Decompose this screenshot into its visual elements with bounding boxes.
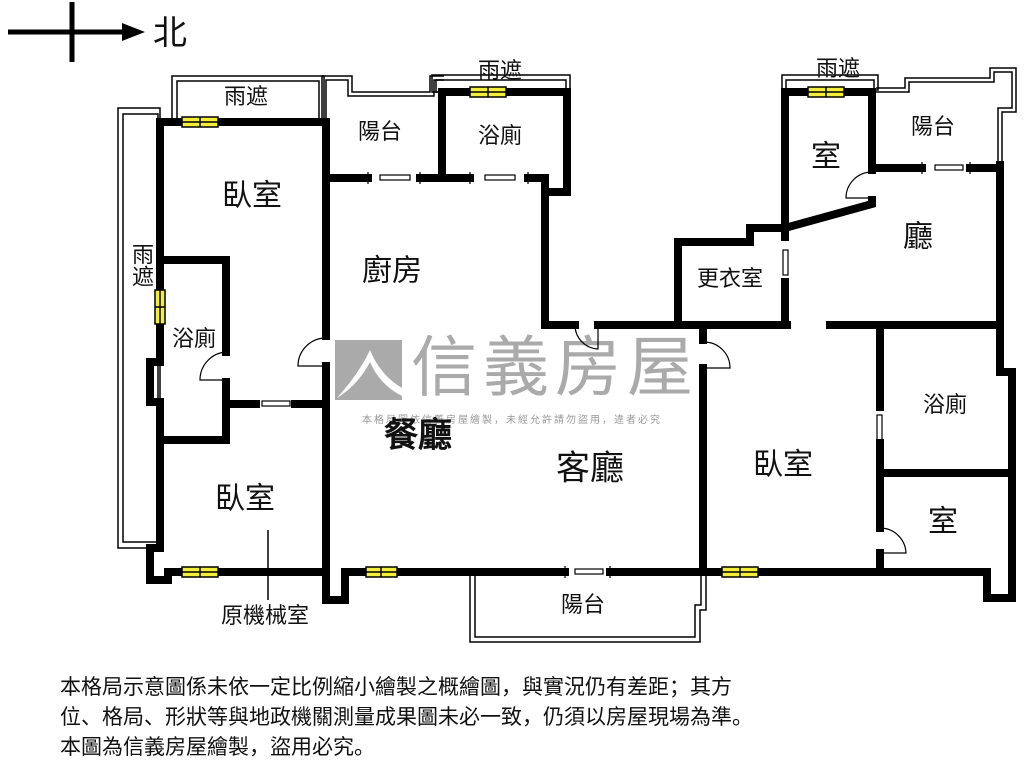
doors <box>199 162 971 578</box>
label-living: 客廳 <box>556 449 624 489</box>
label-dressing-room: 更衣室 <box>697 267 763 292</box>
label-canopy-left: 雨遮 <box>128 243 154 287</box>
label-dining: 餐廳 <box>384 416 452 456</box>
disclaimer-line-2: 位、格局、形狀等與地政機關測量成果圖未必一致，仍須以房屋現場為準。 <box>60 705 753 729</box>
watermark-brand: 信義房屋 <box>411 329 699 406</box>
label-balcony-top: 陽台 <box>358 120 402 145</box>
label-bedroom-bottom-left: 臥室 <box>215 482 275 517</box>
watermark-notice: 本格局圖依信義房屋繪製，未經允許請勿盜用，違者必究 <box>362 413 662 426</box>
north-label: 北 <box>153 14 187 54</box>
label-hall-right: 廳 <box>903 220 933 255</box>
label-balcony-right: 陽台 <box>911 115 955 140</box>
disclaimer-line-3: 本圖為信義房屋繪製，盜用必究。 <box>60 735 375 759</box>
label-bedroom-right: 臥室 <box>753 448 813 483</box>
label-canopy-top-left: 雨遮 <box>224 85 268 110</box>
label-bath-right: 浴廁 <box>923 393 967 418</box>
label-balcony-bottom: 陽台 <box>561 593 605 618</box>
label-kitchen: 廚房 <box>362 254 422 289</box>
disclaimer-line-1: 本格局示意圖係未依一定比例縮小繪製之概繪圖，與實況仍有差距；其方 <box>60 675 732 699</box>
label-room-top-right: 室 <box>811 140 841 175</box>
label-bedroom-top-left: 臥室 <box>222 179 282 214</box>
north-arrow-icon <box>8 2 145 62</box>
label-canopy-top-right: 雨遮 <box>816 57 860 82</box>
label-canopy-top-mid: 雨遮 <box>478 59 522 84</box>
label-former-mech-room: 原機械室 <box>221 604 309 629</box>
label-bath-left: 浴廁 <box>172 327 216 352</box>
windows <box>154 86 845 578</box>
walls <box>146 88 1016 604</box>
label-room-bottom-right: 室 <box>928 505 958 540</box>
watermark: 信義房屋 本格局圖依信義房屋繪製，未經允許請勿盜用，違者必究 <box>335 329 699 426</box>
label-bath-top: 浴廁 <box>478 124 522 149</box>
